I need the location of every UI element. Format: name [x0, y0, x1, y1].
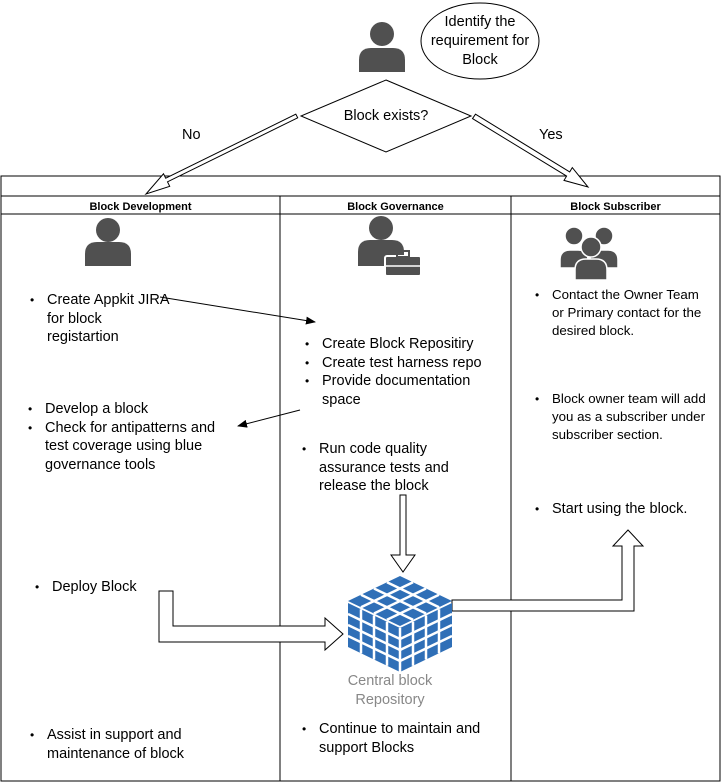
subscriber-step-list: Start using the block.	[532, 500, 717, 519]
requirement-ellipse	[420, 2, 540, 80]
list-item: Contact the Owner Team or Primary contac…	[532, 286, 702, 340]
governance-step-list: Create Block Repositiry Create test harn…	[302, 335, 502, 409]
list-item: Start using the block.	[532, 500, 717, 519]
no-arrow	[144, 113, 299, 196]
yes-label: Yes	[539, 127, 563, 143]
development-step-list: Create Appkit JIRA for block registartio…	[27, 291, 177, 347]
governance-step-list: Run code quality assurance tests and rel…	[299, 440, 474, 496]
lane-header-governance: Block Governance	[347, 201, 444, 213]
list-item: Develop a block	[25, 400, 225, 419]
governance-step-list: Continue to maintain and support Blocks	[299, 720, 509, 757]
requirement-text: Identify the requirement for Block	[430, 14, 530, 68]
repository-to-subscriber-arrow	[451, 529, 645, 612]
list-item: Create test harness repo	[302, 354, 502, 373]
development-step-list: Develop a block Check for antipatterns a…	[25, 400, 225, 474]
swimlane-container	[0, 175, 721, 782]
user-icon	[359, 22, 405, 72]
release-down-arrow	[390, 494, 416, 573]
list-item: Deploy Block	[32, 578, 182, 597]
user-icon	[85, 218, 131, 266]
cube-grid-icon	[347, 576, 453, 672]
admin-toolbox-icon	[358, 216, 422, 277]
repo-to-develop-arrow	[237, 409, 301, 428]
subscriber-step-list: Block owner team will add you as a subsc…	[532, 390, 712, 444]
list-item: Create Appkit JIRA for block registartio…	[27, 291, 177, 347]
list-item: Run code quality assurance tests and rel…	[299, 440, 474, 496]
list-item: Create Block Repositiry	[302, 335, 502, 354]
no-label: No	[182, 127, 201, 143]
decision-text: Block exists?	[343, 108, 429, 124]
decision-diamond	[299, 79, 473, 153]
development-step-list: Deploy Block	[32, 578, 182, 597]
deploy-arrow	[158, 590, 344, 652]
list-item: Block owner team will add you as a subsc…	[532, 390, 712, 444]
list-item: Assist in support and maintenance of blo…	[27, 726, 227, 763]
lane-header-development: Block Development	[89, 201, 192, 213]
development-step-list: Assist in support and maintenance of blo…	[27, 726, 227, 763]
list-item: Check for antipatterns and test coverage…	[25, 419, 225, 475]
list-item: Continue to maintain and support Blocks	[299, 720, 509, 757]
user-group-icon	[559, 226, 619, 281]
subscriber-step-list: Contact the Owner Team or Primary contac…	[532, 286, 702, 340]
repository-label: Central block Repository	[347, 673, 433, 708]
register-to-repo-arrow	[159, 296, 316, 325]
list-item: Provide documentation space	[302, 372, 502, 409]
lane-header-subscriber: Block Subscriber	[570, 201, 661, 213]
yes-arrow	[471, 113, 590, 188]
